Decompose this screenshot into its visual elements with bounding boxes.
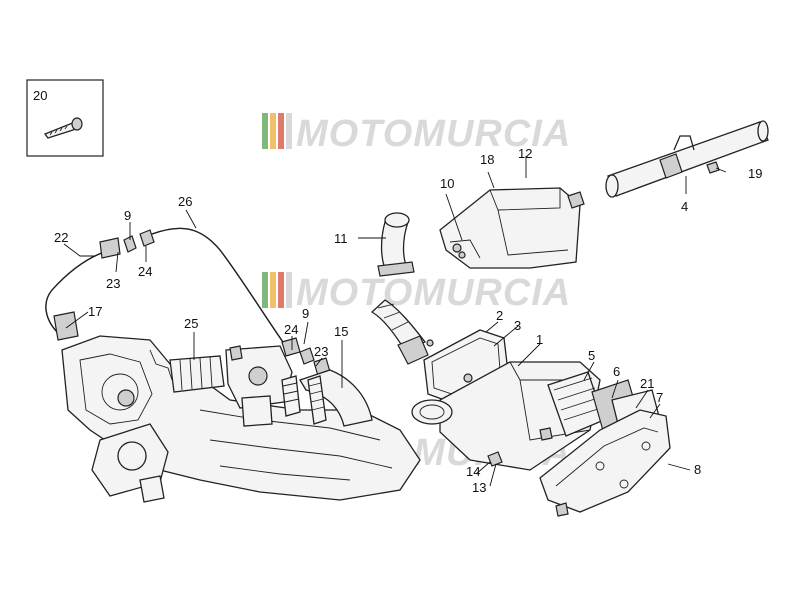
callout-3: 3	[514, 318, 521, 333]
callout-24-b: 24	[284, 322, 298, 337]
callout-7: 7	[656, 390, 663, 405]
callout-6: 6	[613, 364, 620, 379]
watermark-top: MOTOMURCIA	[262, 113, 571, 155]
inset-screw-box	[26, 79, 104, 157]
watermark-middle-text: MOTOMURCIA	[296, 272, 571, 314]
small-clip	[487, 451, 503, 467]
callout-25: 25	[184, 316, 198, 331]
callout-8: 8	[694, 462, 701, 477]
callout-26: 26	[178, 194, 192, 209]
watermark-middle: MOTOMURCIA	[262, 272, 571, 314]
callout-23-b: 23	[314, 344, 328, 359]
callout-14: 14	[466, 464, 480, 479]
long-hose	[151, 227, 331, 377]
callout-24-a: 24	[138, 264, 152, 279]
air-box-upper	[439, 187, 585, 269]
callout-13: 13	[472, 480, 486, 495]
bolt-icon	[706, 161, 720, 174]
filter-element	[547, 371, 605, 437]
intake-tube	[605, 120, 769, 198]
callout-9-a: 9	[124, 208, 131, 223]
callout-20: 19	[748, 166, 762, 181]
carburetor	[169, 345, 301, 427]
callout-15: 15	[334, 324, 348, 339]
engine-block	[61, 335, 421, 503]
callout-19: 20	[33, 88, 47, 103]
callout-9-b: 9	[302, 306, 309, 321]
callout-18: 18	[480, 152, 494, 167]
callout-2: 2	[496, 308, 503, 323]
callout-leaders	[63, 156, 727, 487]
callout-21: 21	[640, 376, 654, 391]
callout-10: 10	[440, 176, 454, 191]
callout-5: 5	[588, 348, 595, 363]
callout-22: 22	[54, 230, 68, 245]
breather-hose	[45, 229, 155, 341]
intake-manifold	[307, 375, 327, 425]
callout-11: 11	[334, 231, 348, 246]
callout-12: 12	[518, 146, 532, 161]
air-filter-cover	[539, 409, 671, 517]
callout-1: 1	[536, 332, 543, 347]
callout-labels: 20 22 9 26 23 24 17 25 24 9 23 15 11 10 …	[33, 88, 762, 495]
callout-4: 4	[681, 199, 688, 214]
callout-23-a: 23	[106, 276, 120, 291]
watermark-top-text: MOTOMURCIA	[296, 113, 571, 155]
duct	[370, 212, 429, 365]
cover-screw-icon	[555, 502, 569, 517]
callout-17: 17	[88, 304, 102, 319]
